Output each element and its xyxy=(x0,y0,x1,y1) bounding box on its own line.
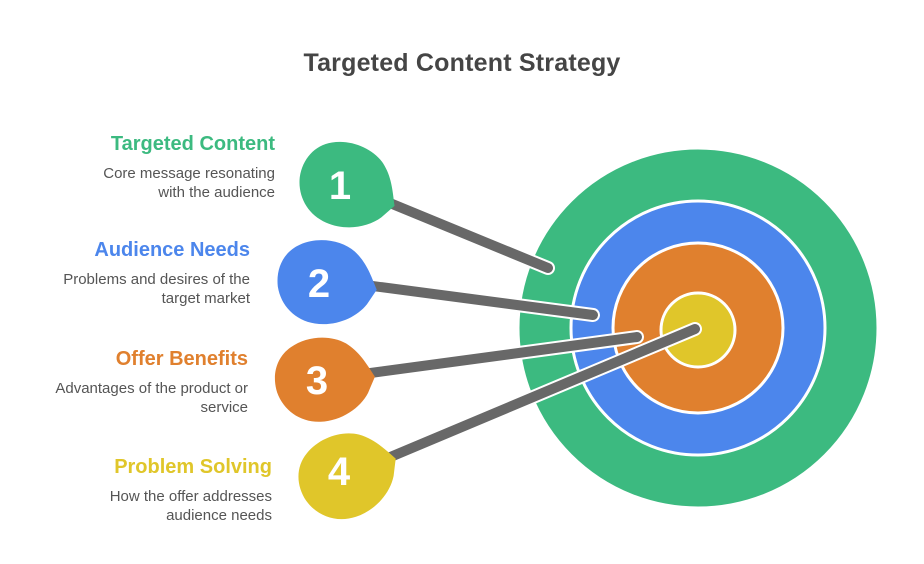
connector-dart-1 xyxy=(380,196,553,273)
marker-blob-2 xyxy=(277,240,377,325)
item-label: Targeted Content xyxy=(110,133,275,155)
marker-blob-3 xyxy=(274,337,375,422)
diagram-title: Targeted Content Strategy xyxy=(303,49,621,77)
legend-item-offer-benefits: Offer Benefits Advantages of the product… xyxy=(48,347,248,417)
marker-number-3: 3 xyxy=(305,359,329,403)
item-label: Offer Benefits xyxy=(115,348,248,370)
marker-number-1: 1 xyxy=(328,164,352,208)
marker-number-2: 2 xyxy=(307,262,331,306)
legend-item-targeted-content: Targeted Content Core message resonating… xyxy=(85,132,275,202)
item-description: Problems and desires of the target marke… xyxy=(63,271,250,307)
marker-number-4: 4 xyxy=(327,450,351,494)
legend-item-problem-solving: Problem Solving How the offer addresses … xyxy=(94,455,272,525)
item-description: Advantages of the product or service xyxy=(55,380,248,416)
legend-item-audience-needs: Audience Needs Problems and desires of t… xyxy=(50,238,250,308)
item-description: Core message resonating with the audienc… xyxy=(103,165,275,201)
connector-dart-4 xyxy=(383,324,700,463)
connector-dart-3 xyxy=(358,332,642,379)
marker-blob-4 xyxy=(298,433,396,520)
item-label: Audience Needs xyxy=(94,239,250,261)
connector-dart-2 xyxy=(360,280,598,320)
item-label: Problem Solving xyxy=(114,456,272,478)
marker-blob-1 xyxy=(299,141,395,228)
item-description: How the offer addresses audience needs xyxy=(109,488,272,524)
